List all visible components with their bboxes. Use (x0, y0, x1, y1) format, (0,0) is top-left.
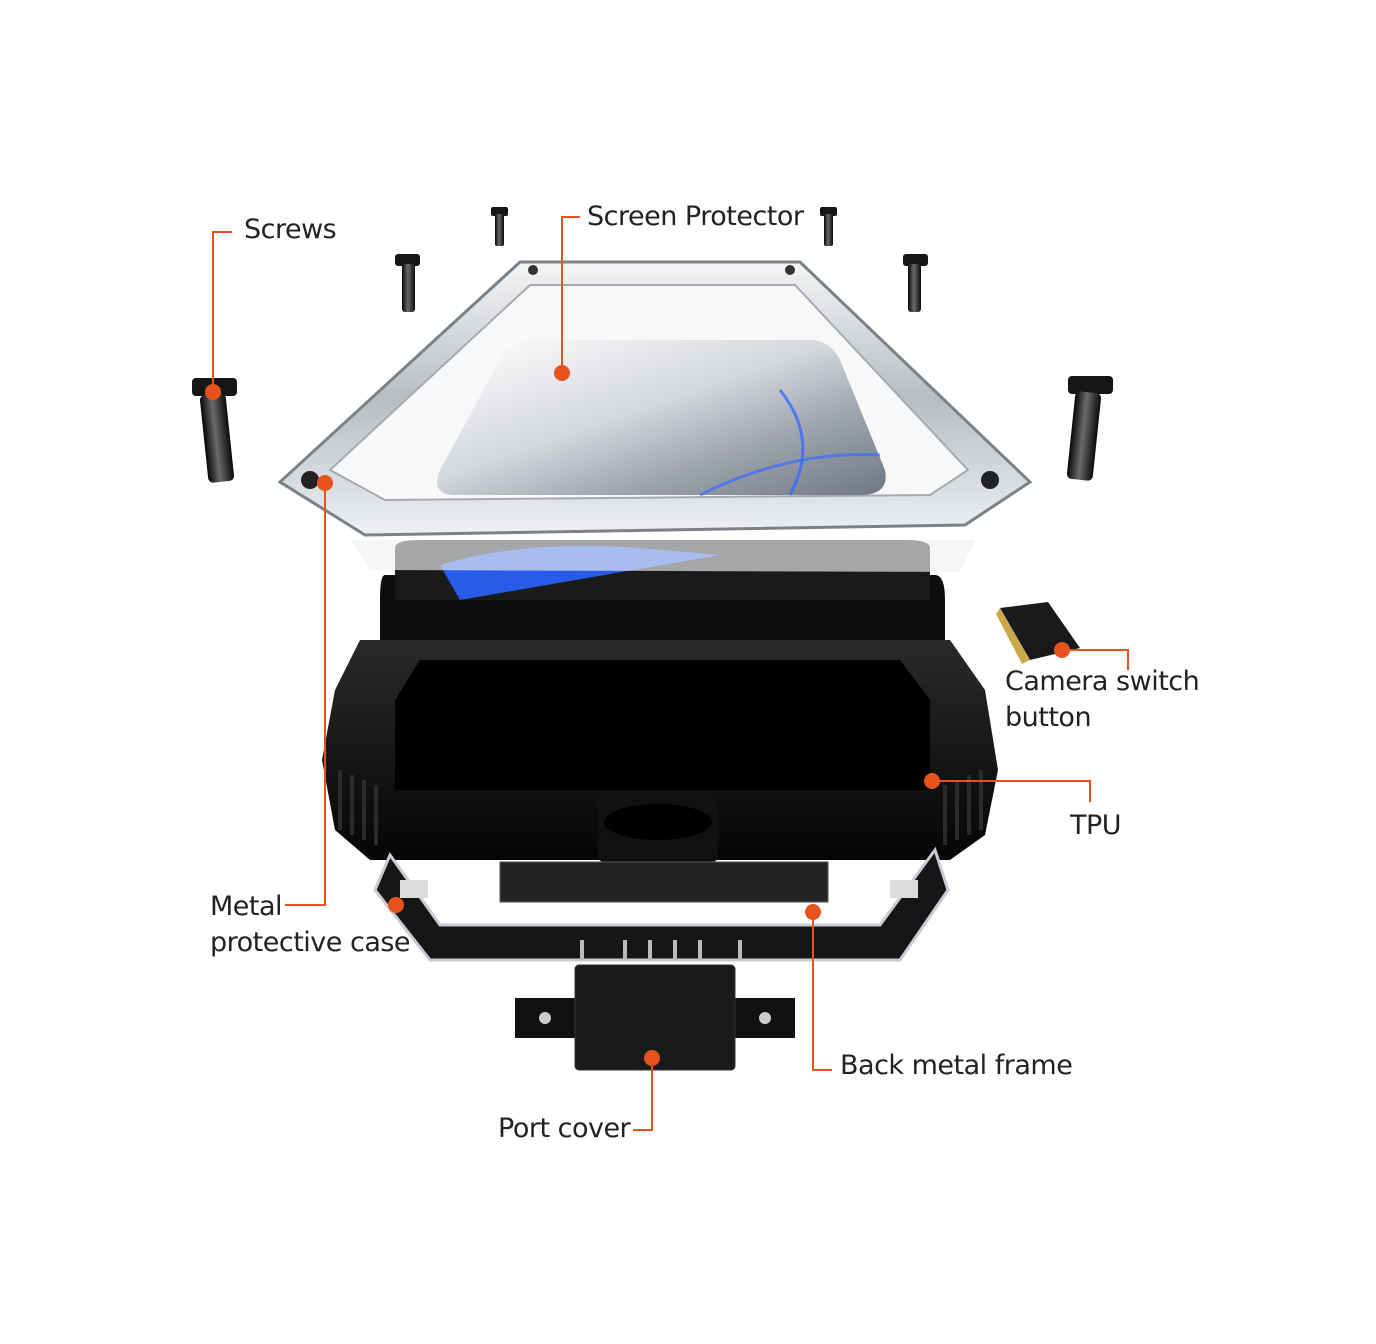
label-screws: Screws (244, 214, 337, 245)
label-tpu: TPU (1070, 810, 1122, 841)
dot-port-cover (644, 1050, 660, 1066)
dot-screen-protector (554, 365, 570, 381)
screws-group (192, 207, 1113, 483)
label-metal-protective-case: Metal protective case (210, 889, 411, 961)
back-metal-frame (373, 846, 950, 962)
dot-camera-switch (1054, 642, 1070, 658)
label-back-metal-frame: Back metal frame (840, 1050, 1073, 1081)
screw-top-left (491, 207, 508, 246)
leader-metal-case-outer (285, 483, 326, 906)
leader-lines (212, 216, 1129, 1131)
label-metal-case-line2: protective case (210, 927, 411, 958)
leader-back-metal-frame (812, 912, 832, 1071)
dot-back-metal-frame (805, 904, 821, 920)
label-camera-switch-button: Camera switch button (1005, 664, 1200, 736)
screw-right-large (1066, 376, 1113, 481)
tpu-bumper (322, 640, 998, 862)
leader-screws (212, 231, 232, 392)
leader-tpu (932, 780, 1091, 802)
metal-protective-case (277, 260, 1033, 572)
dot-metal-case (317, 475, 333, 491)
leader-port-cover (633, 1058, 653, 1131)
port-cover (515, 964, 795, 1071)
leader-camera-switch (1062, 649, 1129, 670)
dot-screws (205, 384, 221, 400)
dot-tpu (924, 773, 940, 789)
label-metal-case-line1: Metal (210, 891, 283, 922)
label-screen-protector: Screen Protector (587, 201, 804, 232)
leader-screen-protector (561, 216, 580, 373)
label-port-cover: Port cover (498, 1113, 631, 1144)
label-camera-switch-line2: button (1005, 702, 1092, 733)
marker-dots (205, 365, 1070, 1066)
screw-right-mid (903, 254, 928, 312)
screw-left-mid (395, 254, 420, 312)
screen-protector (437, 340, 886, 495)
screw-top-right (820, 207, 837, 246)
label-camera-switch-line1: Camera switch (1005, 666, 1200, 697)
dot-metal-case-lower (388, 897, 404, 913)
